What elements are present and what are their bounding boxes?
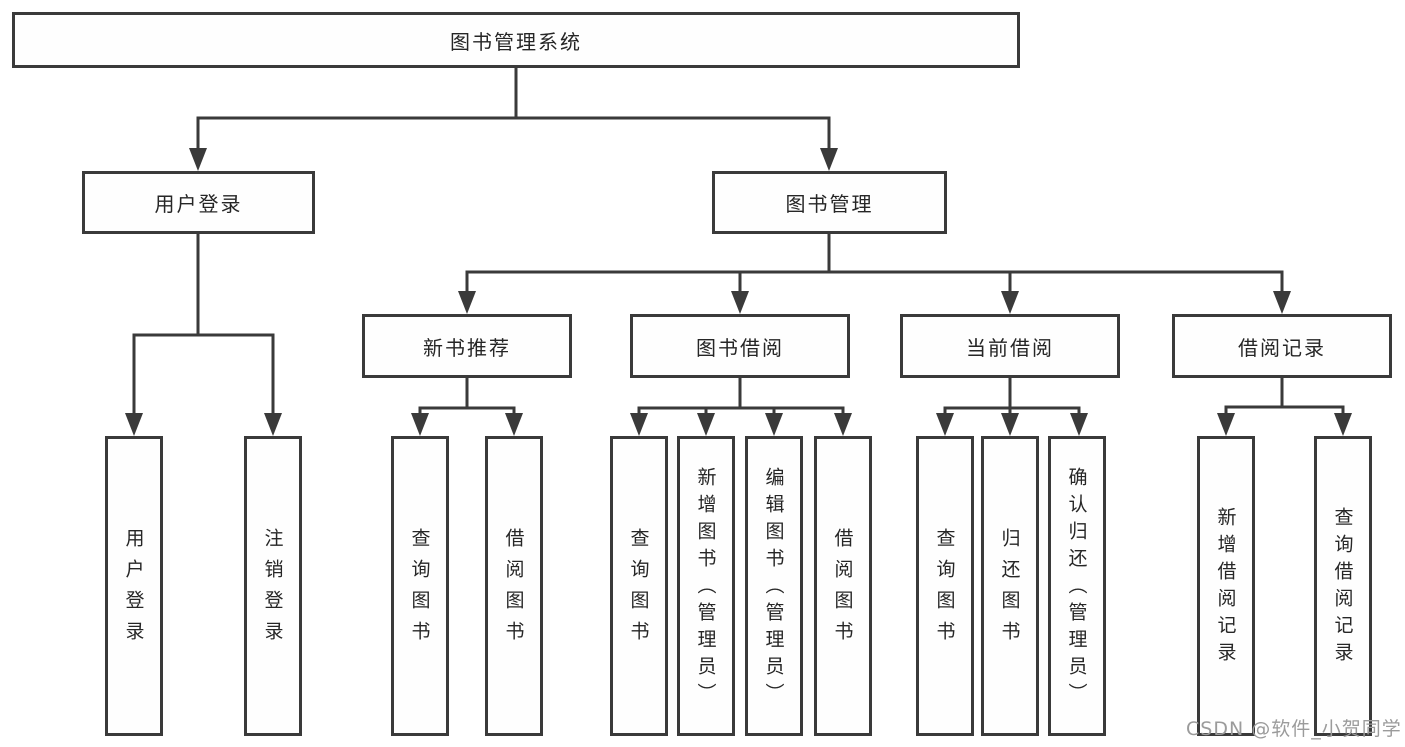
leaf-add-borrow-record: 新增借阅记录 [1197, 436, 1255, 736]
node-borrowing-records: 借阅记录 [1172, 314, 1392, 378]
leaf-borrow-books: 借阅图书 [814, 436, 872, 736]
node-book-management: 图书管理 [712, 171, 947, 234]
node-new-book-recommendation: 新书推荐 [362, 314, 572, 378]
leaf-add-books-admin: 新增图书（管理员） [677, 436, 735, 736]
node-user-login: 用户登录 [82, 171, 315, 234]
leaf-user-login: 用户登录 [105, 436, 163, 736]
leaf-return-books: 归还图书 [981, 436, 1039, 736]
leaf-query-borrow-record: 查询借阅记录 [1314, 436, 1372, 736]
leaf-query-books-recommend: 查询图书 [391, 436, 449, 736]
node-current-borrowing: 当前借阅 [900, 314, 1120, 378]
leaf-query-books-current: 查询图书 [916, 436, 974, 736]
node-book-borrowing: 图书借阅 [630, 314, 850, 378]
leaf-borrow-books-recommend: 借阅图书 [485, 436, 543, 736]
leaf-logout: 注销登录 [244, 436, 302, 736]
leaf-edit-books-admin: 编辑图书（管理员） [745, 436, 803, 736]
leaf-confirm-return-admin: 确认归还（管理员） [1048, 436, 1106, 736]
arrowheads [125, 148, 1352, 436]
csdn-watermark: CSDN @软件_小贺同学 [1186, 718, 1402, 740]
leaf-query-books-borrow: 查询图书 [610, 436, 668, 736]
node-library-management-system: 图书管理系统 [12, 12, 1020, 68]
